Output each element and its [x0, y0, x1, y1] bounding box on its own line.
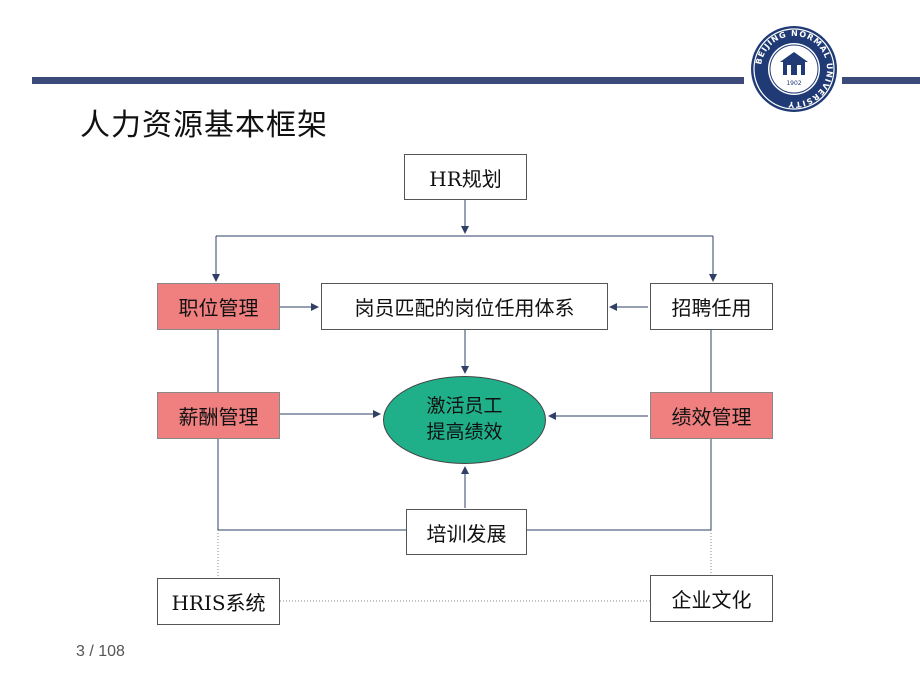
node-culture: 企业文化	[650, 575, 773, 622]
node-position-mgmt: 职位管理	[157, 283, 280, 330]
node-center-goal: 激活员工 提高绩效	[383, 376, 546, 464]
header-bar-right	[842, 77, 920, 84]
node-recruitment: 招聘任用	[650, 283, 773, 330]
center-line-2: 提高绩效	[426, 421, 503, 443]
node-hris: HRIS系统	[157, 578, 280, 625]
logo-year: 1902	[786, 80, 801, 87]
university-logo: BEIJING NORMAL UNIVERSITY 1902	[751, 26, 837, 112]
node-performance: 绩效管理	[650, 392, 773, 439]
header-bar	[32, 77, 744, 84]
center-line-1: 激活员工	[426, 395, 503, 418]
node-job-matching: 岗员匹配的岗位任用体系	[321, 283, 608, 330]
node-hr-planning: HR规划	[404, 154, 527, 200]
page-title: 人力资源基本框架	[80, 108, 328, 143]
node-compensation: 薪酬管理	[157, 392, 280, 439]
node-training: 培训发展	[406, 509, 527, 555]
page-number: 3 / 108	[76, 643, 125, 660]
